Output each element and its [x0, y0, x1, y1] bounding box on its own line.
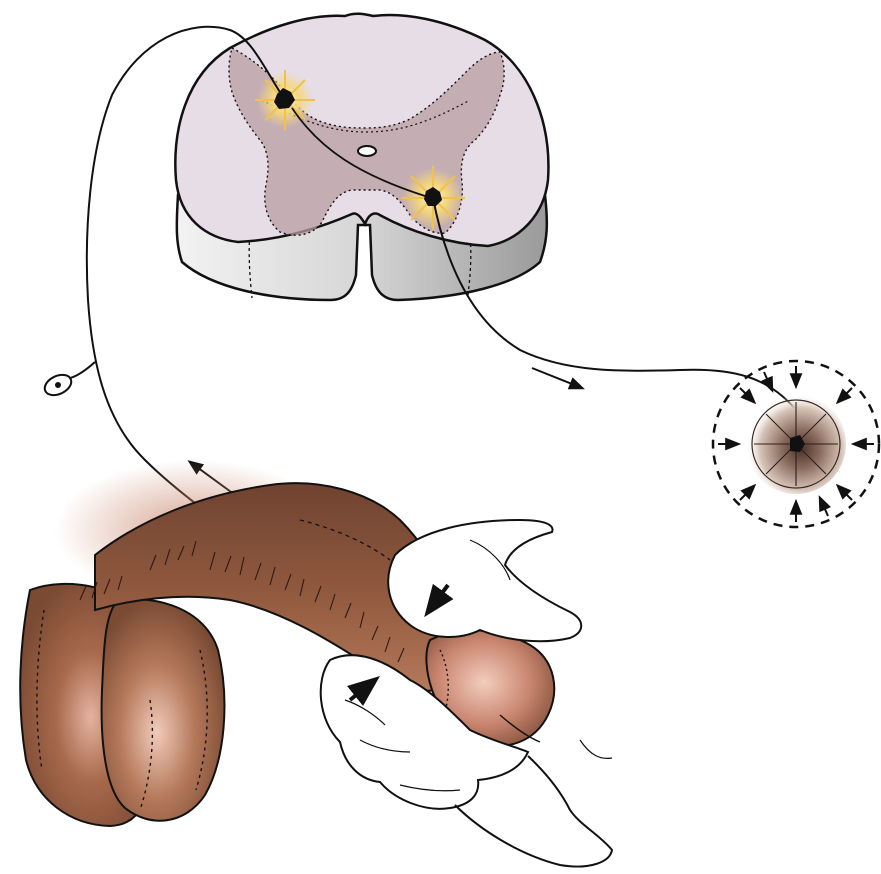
central-canal	[358, 146, 376, 156]
spinal-cord-cross-section	[175, 14, 548, 300]
efferent-direction-arrow	[532, 368, 582, 388]
scrotum-right	[102, 599, 225, 821]
contracting-sphincter	[713, 361, 879, 527]
